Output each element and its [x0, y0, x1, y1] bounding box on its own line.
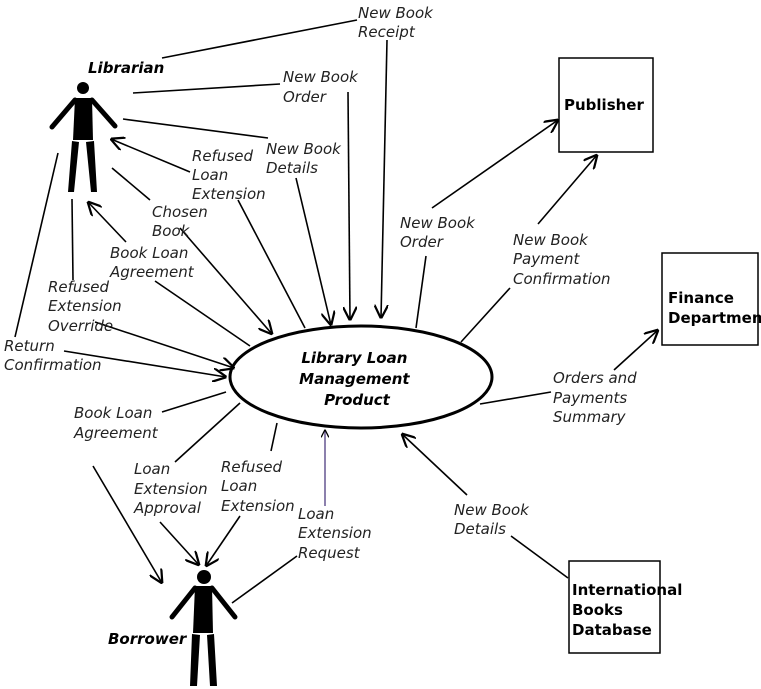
ibd-label-line: International [572, 581, 682, 599]
process-label-line: Library Loan [301, 349, 407, 367]
finance-department-label: Finance Departmen [668, 289, 761, 327]
process-label: Library Loan Management Product [299, 349, 415, 409]
international-books-database-label: International Books Database [572, 581, 688, 639]
process-library-loan-management [228, 324, 494, 430]
publisher-label: Publisher [564, 96, 644, 114]
borrower-actor [169, 570, 238, 686]
publisher-entity [558, 57, 654, 153]
librarian-actor [49, 82, 118, 192]
finance-label-line: Departmen [668, 309, 761, 327]
process-label-line: Product [324, 391, 391, 409]
ibd-label-line: Database [572, 621, 652, 639]
publisher-label-line: Publisher [564, 96, 644, 114]
finance-department-entity [661, 252, 759, 346]
international-books-database-entity [568, 560, 661, 654]
borrower-label: Borrower [108, 630, 188, 648]
finance-label-line: Finance [668, 289, 734, 307]
ibd-label-line: Books [572, 601, 623, 619]
librarian-label: Librarian [88, 59, 164, 77]
process-label-line: Management [299, 370, 410, 388]
